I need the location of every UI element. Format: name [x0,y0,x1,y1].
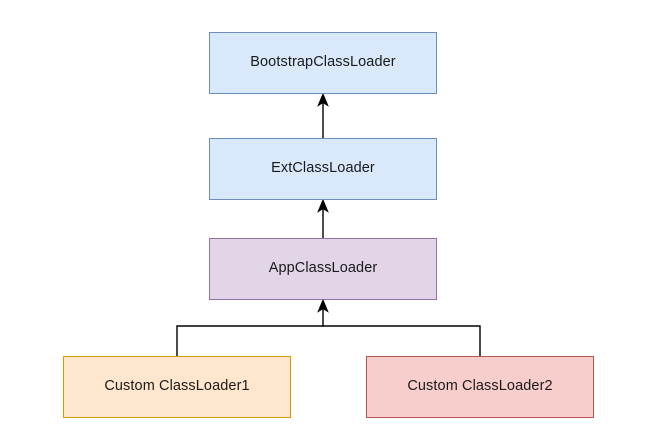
node-label-bootstrap-classloader: BootstrapClassLoader [250,54,396,71]
node-label-custom-classloader1: Custom ClassLoader1 [104,378,250,395]
edge-ext-to-bootstrap [317,92,329,139]
edge-custom-loaders-to-app [176,298,481,357]
node-app-classloader[interactable]: AppClassLoader [209,238,437,300]
node-label-app-classloader: AppClassLoader [268,260,378,277]
edge-app-to-ext [317,198,329,239]
node-custom-classloader2[interactable]: Custom ClassLoader2 [366,356,594,418]
node-ext-classloader[interactable]: ExtClassLoader [209,138,437,200]
node-custom-classloader1[interactable]: Custom ClassLoader1 [63,356,291,418]
node-bootstrap-classloader[interactable]: BootstrapClassLoader [209,32,437,94]
node-label-ext-classloader: ExtClassLoader [271,160,375,177]
node-label-custom-classloader2: Custom ClassLoader2 [407,378,553,395]
